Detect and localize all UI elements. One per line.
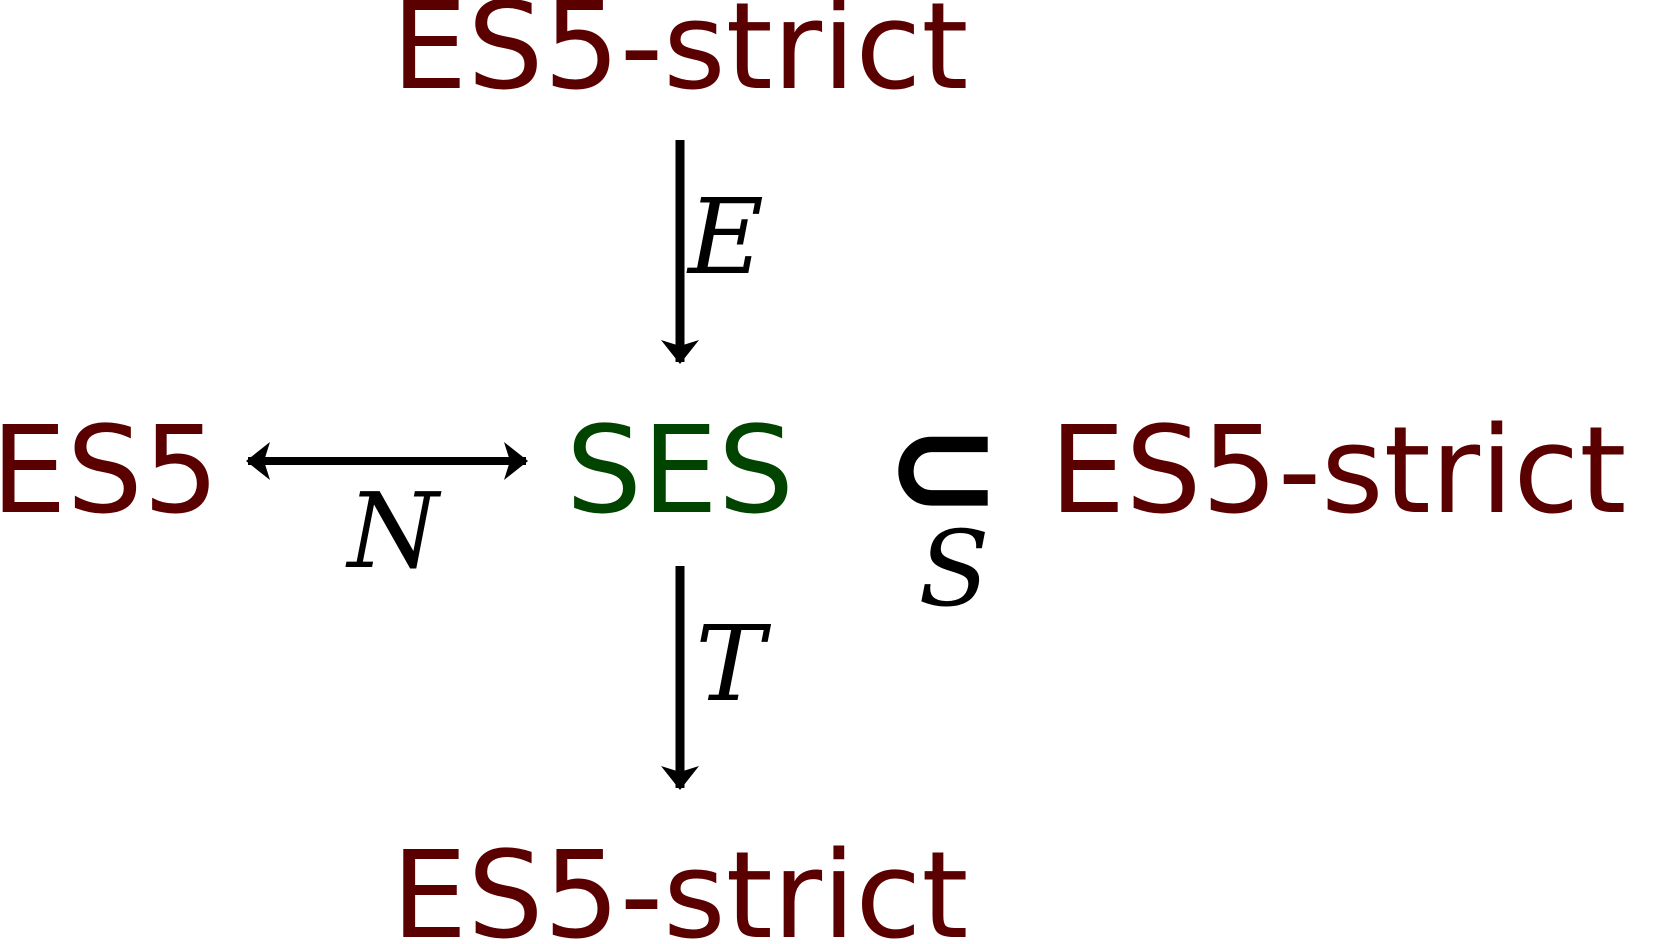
node-top-es5-strict: ES5-strict: [392, 0, 969, 117]
edge-label-t: T: [695, 603, 771, 725]
edge-label-e: E: [686, 176, 764, 298]
node-left-es5: ES5: [0, 402, 219, 541]
node-right-es5-strict: ES5-strict: [1050, 402, 1627, 541]
node-bottom-es5-strict: ES5-strict: [392, 827, 969, 944]
subset-symbol: ⊂: [884, 386, 1001, 549]
edge-label-s: S: [918, 508, 989, 630]
edge-label-n: N: [345, 470, 442, 592]
node-center-ses: SES: [566, 402, 794, 541]
